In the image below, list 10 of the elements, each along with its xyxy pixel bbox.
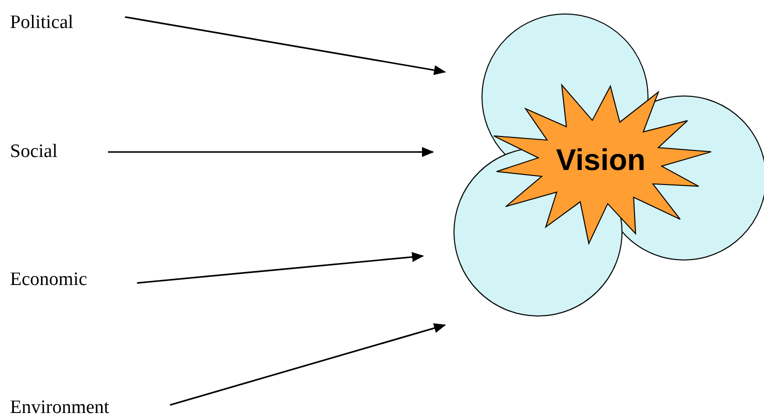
factor-label: Environment xyxy=(10,397,110,418)
arrow xyxy=(136,252,424,284)
factor-label: Social xyxy=(10,141,58,163)
arrow xyxy=(108,147,434,157)
factor-label: Economic xyxy=(10,269,88,291)
vision-label: Vision xyxy=(556,144,646,178)
vision-cluster-drawing xyxy=(453,13,764,317)
factor-label: Political xyxy=(10,12,74,34)
arrow xyxy=(170,323,446,406)
arrow xyxy=(124,16,446,76)
